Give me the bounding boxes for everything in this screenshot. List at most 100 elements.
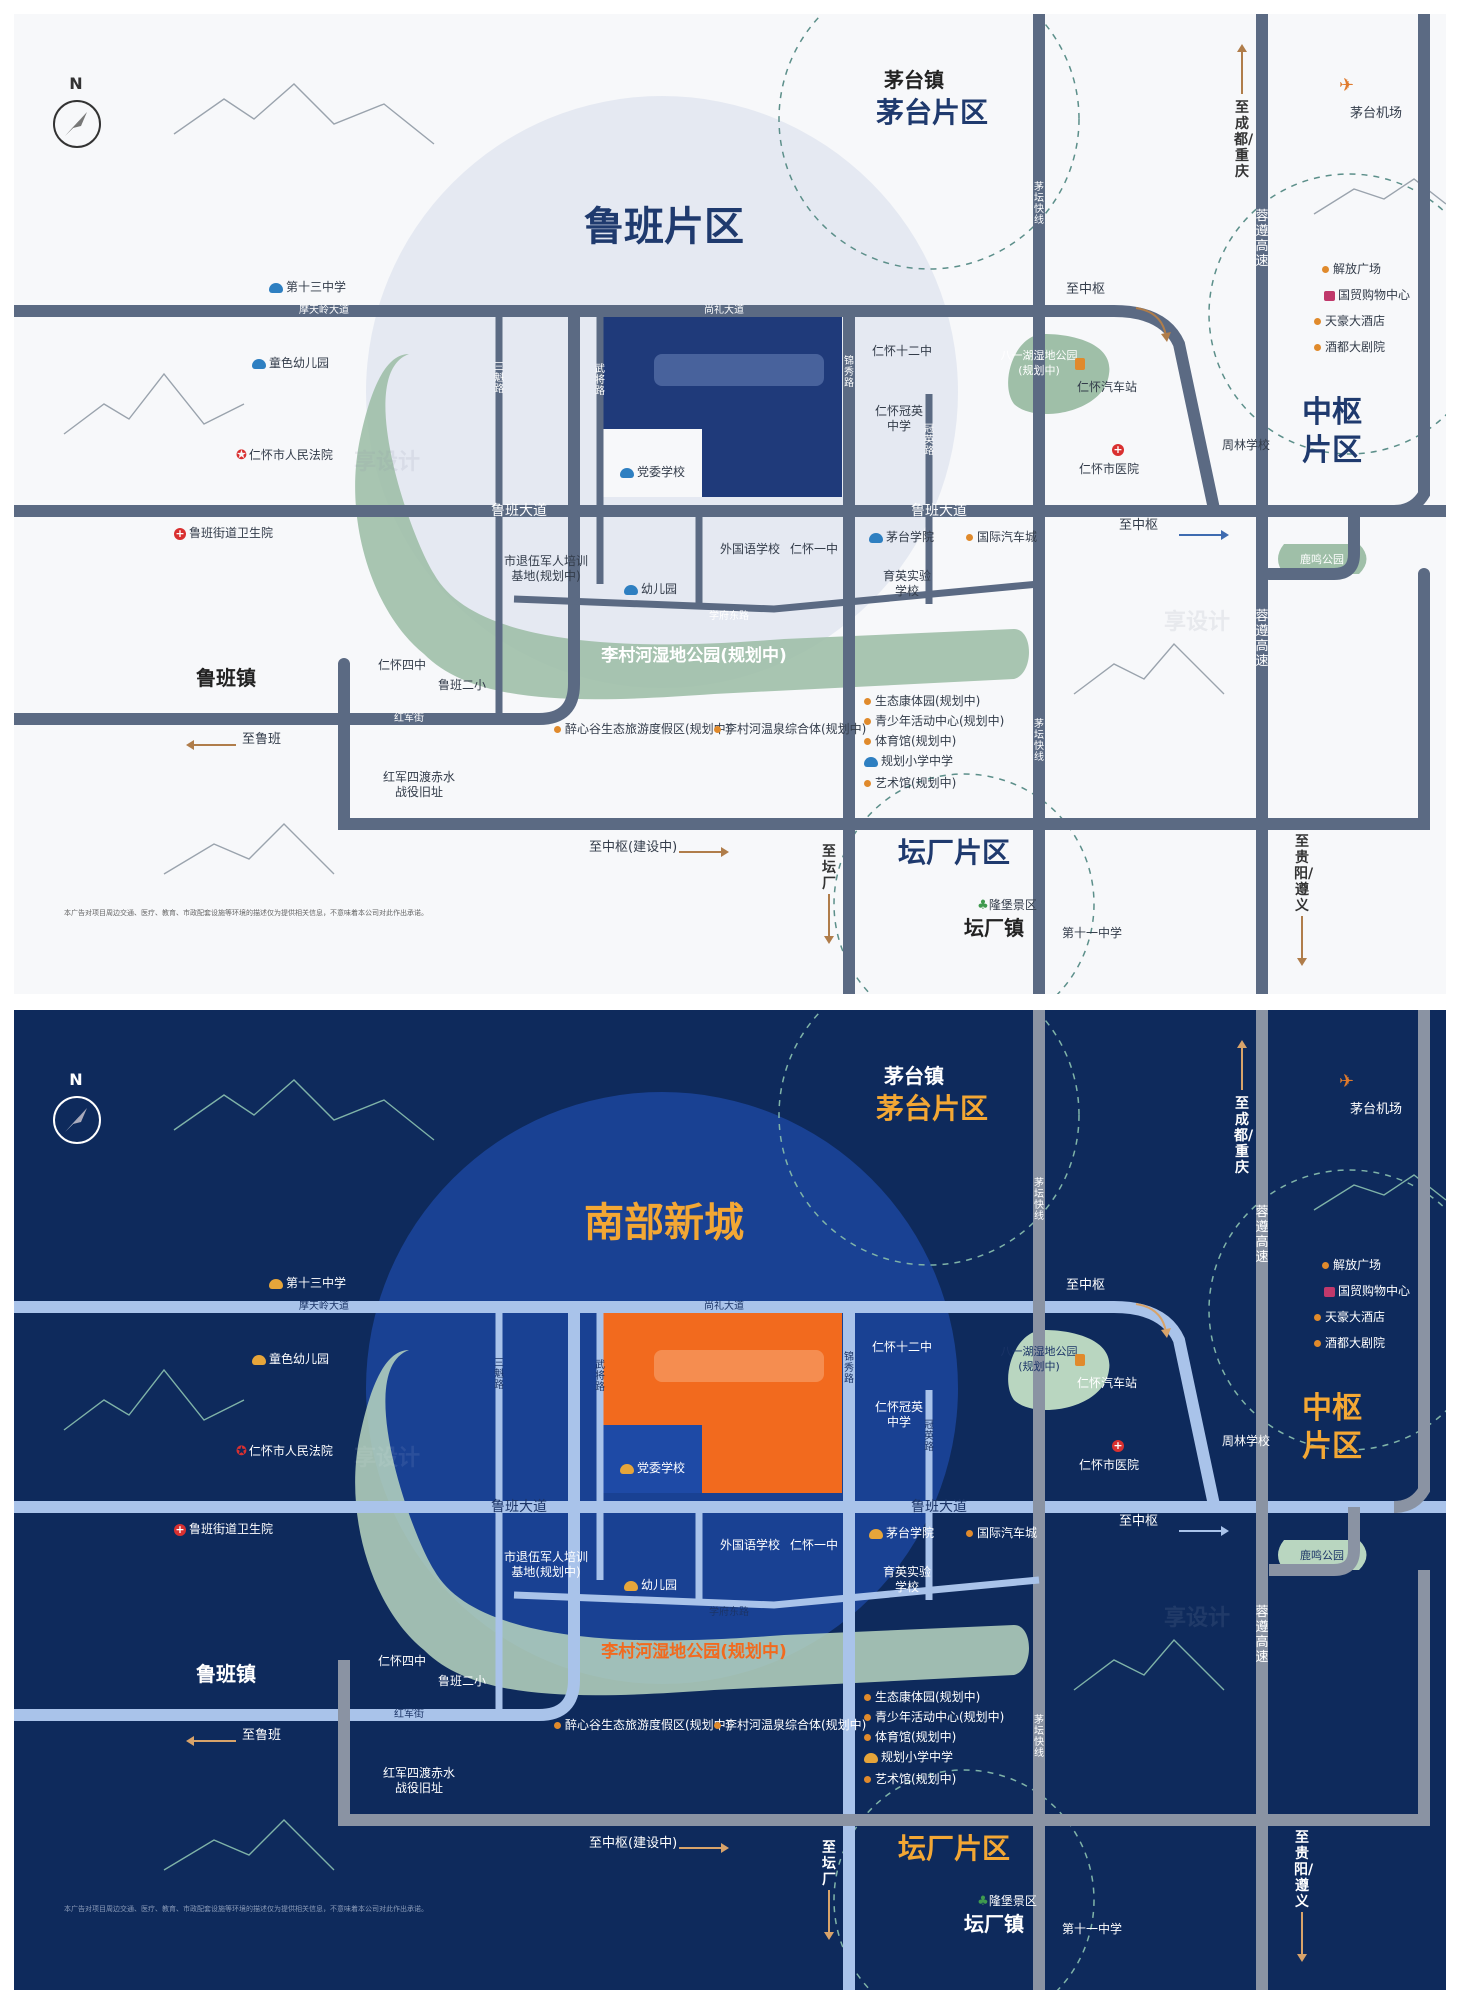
poi-party-school[interactable]: 党委学校 (620, 1461, 685, 1476)
poi-licun-spa[interactable]: 李村河温泉综合体(规划中) (714, 1718, 866, 1733)
poi-renhuai-4[interactable]: 仁怀四中 (377, 1654, 427, 1668)
poi-renhuai-4[interactable]: 仁怀四中 (377, 658, 427, 672)
poi-hospital[interactable]: 仁怀市医院 (1079, 462, 1140, 476)
school-icon (624, 1580, 638, 1591)
poi-hospital[interactable]: 仁怀市医院 (1079, 1458, 1140, 1472)
poi-luban-2[interactable]: 鲁班二小 (437, 1674, 487, 1688)
plane-icon: ✈ (1339, 1071, 1355, 1092)
poi-bus-station[interactable]: 仁怀汽车站 (1077, 1376, 1138, 1390)
poi-luban-2[interactable]: 鲁班二小 (437, 678, 487, 692)
poi-youth-center[interactable]: 青少年活动中心(规划中) (864, 714, 1004, 729)
poi-art-hall[interactable]: 艺术馆(规划中) (864, 776, 956, 791)
maotai-town-label: 茅台镇 (884, 68, 944, 92)
poi-party-school[interactable]: 党委学校 (620, 465, 685, 480)
poi-kindergarten[interactable]: 幼儿园 (624, 1578, 677, 1593)
hospital-icon (1112, 1438, 1124, 1453)
poi-yuying-school[interactable]: 育英实验学校 (882, 569, 931, 598)
poi-art-hall[interactable]: 艺术馆(规划中) (864, 1772, 956, 1787)
blurred-project-name (654, 1350, 824, 1382)
poi-dot (554, 1722, 561, 1729)
direction-luban: 至鲁班 (242, 732, 282, 747)
poi-maotai-college[interactable]: 茅台学院 (869, 530, 934, 545)
poi-bus-station[interactable]: 仁怀汽车站 (1077, 380, 1138, 394)
poi-dot (864, 1714, 871, 1721)
poi-longbao[interactable]: ♣隆堡景区 (977, 898, 1037, 913)
arrow-curve-icon (1135, 307, 1171, 342)
luban-town-label: 鲁班镇 (196, 666, 256, 690)
poi-zuixingu[interactable]: 醉心谷生态旅游度假区(规划中) (554, 1718, 730, 1733)
plane-icon: ✈ (1339, 75, 1355, 96)
poi-licun-spa[interactable]: 李村河温泉综合体(规划中) (714, 722, 866, 737)
poi-hongjun-site[interactable]: 红军四渡赤水战役旧址 (382, 770, 455, 799)
direction-zhongshu-north: 至中枢 (1066, 1278, 1106, 1293)
poi-ecology-park[interactable]: 生态康体园(规划中) (864, 1690, 980, 1705)
poi-planned-school[interactable]: 规划小学中学 (864, 1750, 953, 1765)
tanchang-town-label: 坛厂镇 (964, 916, 1024, 940)
poi-guomao-mall[interactable]: 国贸购物中心 (1324, 1284, 1410, 1299)
poi-foreign-school[interactable]: 外国语学校 (720, 1538, 781, 1552)
poi-intl-auto[interactable]: 国际汽车城 (966, 530, 1037, 545)
poi-maotai-college[interactable]: 茅台学院 (869, 1526, 934, 1541)
road-label-rongzun-north: 蓉遵高速 (1255, 1205, 1269, 1265)
poi-renhuai-12[interactable]: 仁怀十二中 (872, 344, 933, 358)
poi-veteran-base[interactable]: 市退伍军人培训基地(规划中) (503, 554, 588, 583)
road-label-luban-west: 鲁班大道 (491, 1499, 547, 1515)
poi-foreign-school[interactable]: 外国语学校 (720, 542, 781, 556)
poi-guanying-school[interactable]: 仁怀冠英中学 (874, 1400, 923, 1429)
north-label: N (69, 74, 83, 93)
poi-renhuai-12[interactable]: 仁怀十二中 (872, 1340, 933, 1354)
poi-tongse-kindergarten[interactable]: 童色幼儿园 (252, 1352, 329, 1367)
road-label-sankui: 三魁路 (494, 362, 504, 395)
poi-tianhao-hotel[interactable]: 天豪大酒店 (1314, 314, 1385, 329)
direction-zhongshu-jianshe: 至中枢(建设中) (589, 1836, 678, 1851)
road-network-dark (14, 1301, 1446, 1990)
poi-guanying-school[interactable]: 仁怀冠英中学 (874, 404, 923, 433)
poi-zuixingu[interactable]: 醉心谷生态旅游度假区(规划中) (554, 722, 730, 737)
arrow-up-icon (1237, 44, 1247, 94)
direction-tanchang: 至坛厂 (822, 844, 836, 892)
poi-jiudu-theater[interactable]: 酒都大剧院 (1314, 340, 1385, 355)
minor-roads-light (495, 314, 1040, 714)
poi-school-11[interactable]: 第十一中学 (1062, 1922, 1123, 1936)
poi-dot (554, 726, 561, 733)
expressways-dark (338, 1010, 1430, 1990)
poi-tianhao-hotel[interactable]: 天豪大酒店 (1314, 1310, 1385, 1325)
poi-kindergarten[interactable]: 幼儿园 (624, 582, 677, 597)
road-label-shangli: 尚礼大道 (704, 1301, 744, 1312)
poi-dot (864, 780, 871, 787)
poi-jiefang-square[interactable]: 解放广场 (1322, 1258, 1381, 1273)
poi-guomao-mall[interactable]: 国贸购物中心 (1324, 288, 1410, 303)
poi-zhoulin-school[interactable]: 周林学校 (1222, 1434, 1271, 1448)
poi-school-13[interactable]: 第十三中学 (269, 1276, 346, 1291)
poi-health-center[interactable]: 鲁班街道卫生院 (174, 526, 273, 541)
poi-school-13[interactable]: 第十三中学 (269, 280, 346, 295)
poi-longbao[interactable]: ♣隆堡景区 (977, 1894, 1037, 1909)
poi-stadium[interactable]: 体育馆(规划中) (864, 734, 956, 749)
airport-label: ✈ (1339, 1071, 1355, 1092)
poi-intl-auto[interactable]: 国际汽车城 (966, 1526, 1037, 1541)
poi-youth-center[interactable]: 青少年活动中心(规划中) (864, 1710, 1004, 1725)
poi-planned-school[interactable]: 规划小学中学 (864, 754, 953, 769)
poi-yuying-school[interactable]: 育英实验学校 (882, 1565, 931, 1594)
poi-renhuai-1[interactable]: 仁怀一中 (790, 1538, 839, 1552)
hospital-icon-wrap (1112, 442, 1127, 457)
poi-court[interactable]: ✪仁怀市人民法院 (236, 1444, 333, 1459)
poi-ecology-park[interactable]: 生态康体园(规划中) (864, 694, 980, 709)
poi-renhuai-1[interactable]: 仁怀一中 (790, 542, 839, 556)
poi-zhoulin-school[interactable]: 周林学校 (1222, 438, 1271, 452)
poi-health-center[interactable]: 鲁班街道卫生院 (174, 1522, 273, 1537)
poi-jiudu-theater[interactable]: 酒都大剧院 (1314, 1336, 1385, 1351)
poi-school-11[interactable]: 第十一中学 (1062, 926, 1123, 940)
poi-dot (864, 718, 871, 725)
wetland-area (355, 1350, 1030, 1696)
poi-jiefang-square[interactable]: 解放广场 (1322, 262, 1381, 277)
poi-stadium[interactable]: 体育馆(规划中) (864, 1730, 956, 1745)
poi-court[interactable]: ✪仁怀市人民法院 (236, 448, 333, 463)
poi-dot (714, 726, 721, 733)
school-icon (864, 756, 878, 767)
disclaimer: 本广告对项目周边交通、医疗、教育、市政配套设施等环境的描述仅为提供相关信息，不意… (64, 909, 428, 917)
poi-tongse-kindergarten[interactable]: 童色幼儿园 (252, 356, 329, 371)
road-label-rongzun-south: 蓉遵高速 (1255, 609, 1269, 669)
poi-veteran-base[interactable]: 市退伍军人培训基地(规划中) (503, 1550, 588, 1579)
poi-hongjun-site[interactable]: 红军四渡赤水战役旧址 (382, 1766, 455, 1795)
